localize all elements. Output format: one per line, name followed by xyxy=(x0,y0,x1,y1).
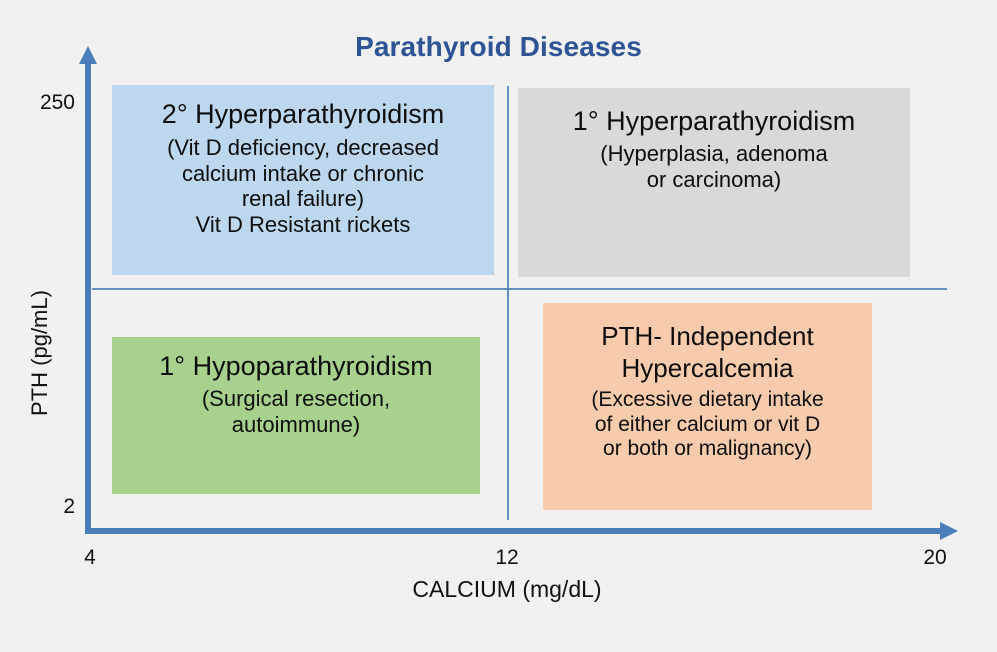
quadrant-divider-vertical xyxy=(507,86,509,520)
quadrant-detail-line: (Surgical resection, xyxy=(201,386,391,412)
quadrant-detail-line: or carcinoma) xyxy=(646,166,782,192)
quadrant-heading-line1: PTH- Independent xyxy=(601,321,814,351)
x-axis-tick-max: 20 xyxy=(923,546,947,569)
quadrant-primary-hyperparathyroidism: 1° Hyperparathyroidism (Hyperplasia, ade… xyxy=(518,88,910,277)
x-axis-tick-min: 4 xyxy=(84,546,96,569)
x-axis-arrow-icon xyxy=(940,522,958,540)
quadrant-heading: 1° Hypoparathyroidism xyxy=(159,351,433,381)
quadrant-heading-line2: Hypercalcemia xyxy=(621,353,794,384)
page-title: Parathyroid Diseases xyxy=(355,31,642,62)
quadrant-detail-line: of either calcium or vit D xyxy=(594,412,821,436)
quadrant-primary-hypoparathyroidism: 1° Hypoparathyroidism (Surgical resectio… xyxy=(112,337,480,494)
quadrant-detail-line: (Vit D deficiency, decreased xyxy=(167,135,439,161)
quadrant-detail-line: calcium intake or chronic xyxy=(181,160,425,186)
y-axis-title: PTH (pg/mL) xyxy=(27,290,52,416)
quadrant-detail-line: or both or malignancy) xyxy=(603,437,812,461)
quadrant-heading: 1° Hyperparathyroidism xyxy=(572,106,856,136)
x-axis-line xyxy=(85,528,951,534)
x-axis-tick-mid: 12 xyxy=(495,546,519,569)
x-axis-title: CALCIUM (mg/dL) xyxy=(412,576,602,602)
quadrant-detail-line: renal failure) xyxy=(241,186,365,212)
quadrant-pth-independent-hypercalcemia: PTH- Independent Hypercalcemia (Excessiv… xyxy=(543,303,872,510)
quadrant-detail-line: (Excessive dietary intake xyxy=(591,388,824,412)
quadrant-detail-line: (Hyperplasia, adenoma xyxy=(600,141,828,167)
quadrant-detail-line: autoimmune) xyxy=(231,411,361,437)
quadrant-secondary-hyperparathyroidism: 2° Hyperparathyroidism (Vit D deficiency… xyxy=(112,85,494,275)
y-axis-line xyxy=(85,62,91,534)
quadrant-heading: 2° Hyperparathyroidism xyxy=(161,99,445,129)
quadrant-detail-line: Vit D Resistant rickets xyxy=(195,211,411,237)
y-axis-tick-max: 250 xyxy=(39,91,75,114)
y-axis-tick-min: 2 xyxy=(63,495,75,518)
y-axis-arrow-icon xyxy=(79,46,97,64)
quadrant-divider-horizontal xyxy=(92,288,947,290)
